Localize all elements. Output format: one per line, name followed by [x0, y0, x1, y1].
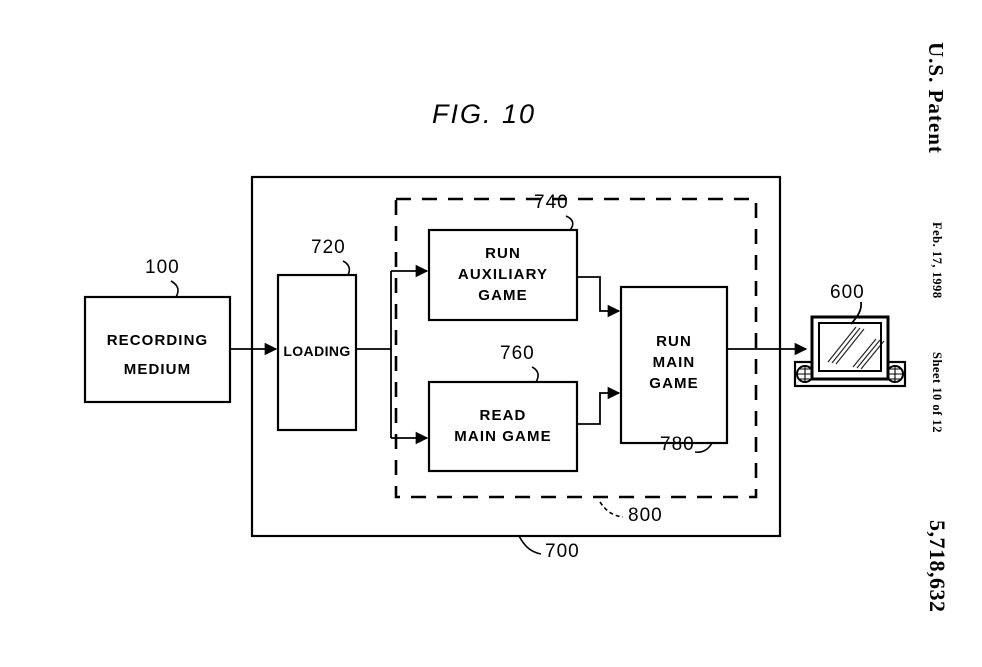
run-main-game-box — [619, 285, 729, 445]
connector-auxiliary-to-run-main — [577, 276, 621, 318]
inner-game-group-boundary — [394, 197, 758, 499]
ref-numeral-740: 740 — [534, 192, 569, 213]
loading-box — [276, 273, 358, 432]
ref-leader-780 — [694, 442, 713, 453]
ref-numeral-700: 700 — [545, 541, 580, 562]
ref-numeral-720: 720 — [311, 237, 346, 258]
figure-title: FIG. 10 — [432, 99, 537, 129]
ref-leader-100 — [170, 280, 179, 298]
ref-leader-760 — [531, 366, 539, 383]
ref-numeral-760: 760 — [500, 343, 535, 364]
ref-leader-740 — [565, 215, 574, 231]
run-auxiliary-game-box — [427, 228, 579, 322]
ref-leader-700 — [518, 535, 542, 555]
display-monitor-icon — [793, 301, 907, 388]
ref-numeral-100: 100 — [145, 257, 180, 278]
ref-numeral-780: 780 — [660, 434, 695, 455]
outer-system-group-boundary — [250, 175, 782, 538]
connector-loading-fanout — [356, 271, 392, 438]
read-main-game-box — [427, 380, 579, 473]
ref-numeral-600: 600 — [830, 282, 865, 303]
ref-leader-800 — [599, 501, 624, 518]
ref-leader-720 — [342, 260, 351, 276]
connector-read-main-to-run-main — [577, 386, 621, 425]
ref-numeral-800: 800 — [628, 505, 663, 526]
recording-medium-box — [83, 295, 232, 404]
